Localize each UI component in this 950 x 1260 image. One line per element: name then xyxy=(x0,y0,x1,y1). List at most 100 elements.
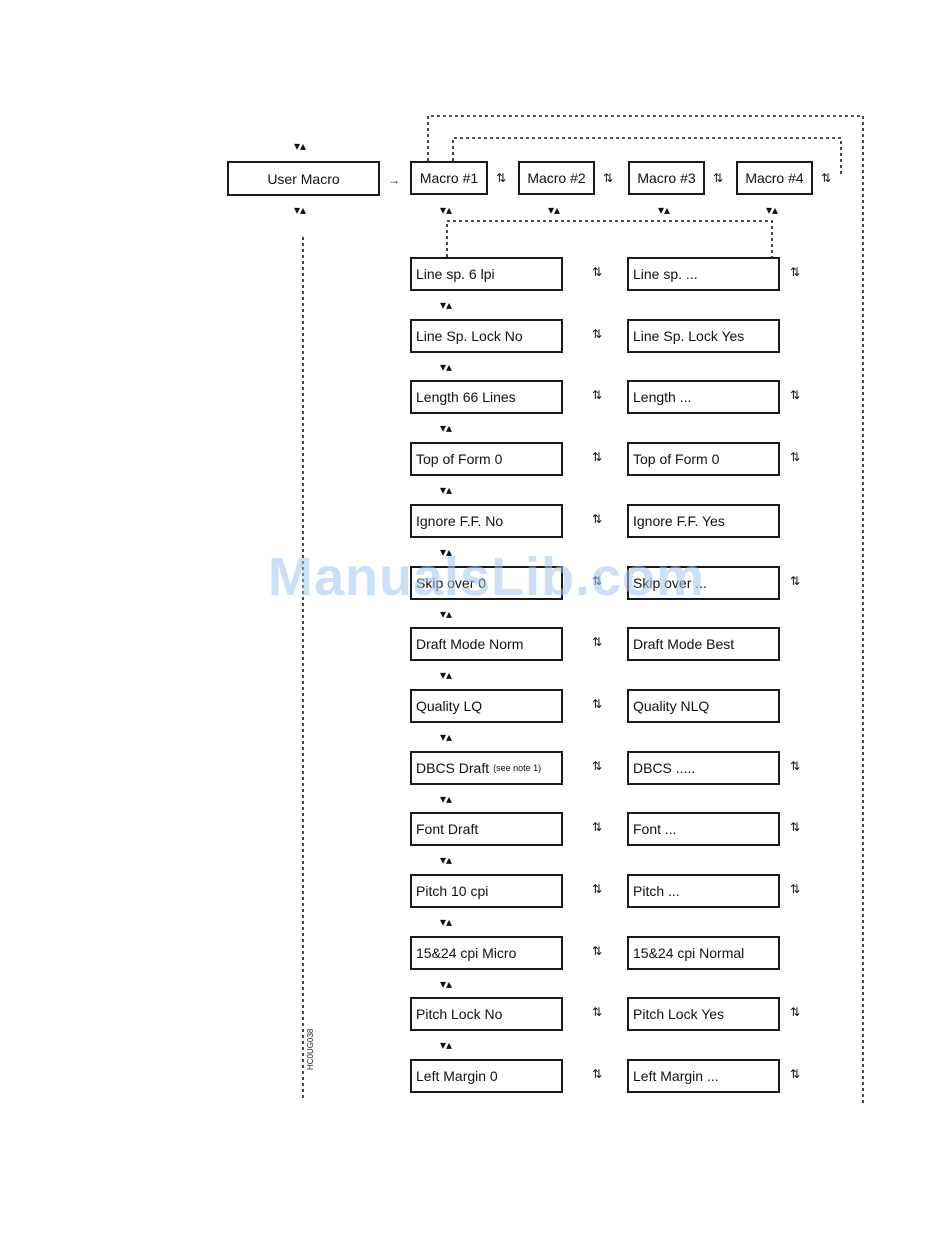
inner-loop-line xyxy=(452,137,842,176)
setting-option-13[interactable]: Pitch Lock Yes xyxy=(627,997,780,1031)
setting-option-12[interactable]: 15&24 cpi Normal xyxy=(627,936,780,970)
macro-box-3[interactable]: Macro #3 xyxy=(628,161,705,195)
setting-default-9[interactable]: DBCS Draft(see note 1) xyxy=(410,751,563,785)
side-arrows-icon: ⇅ xyxy=(790,265,801,279)
setting-default-14[interactable]: Left Margin 0 xyxy=(410,1059,563,1093)
side-arrows-icon: ⇅ xyxy=(592,512,603,526)
setting-option-11[interactable]: Pitch ... xyxy=(627,874,780,908)
side-arrows-icon: ⇅ xyxy=(790,820,801,834)
setting-option-3[interactable]: Length ... xyxy=(627,380,780,414)
setting-default-3[interactable]: Length 66 Lines xyxy=(410,380,563,414)
macro-box-1[interactable]: Macro #1 xyxy=(410,161,488,195)
side-arrows-icon: ⇅ xyxy=(592,1067,603,1081)
setting-default-1[interactable]: Line sp. 6 lpi xyxy=(410,257,563,291)
setting-default-label: Pitch Lock No xyxy=(416,1006,503,1022)
setting-option-1[interactable]: Line sp. ... xyxy=(627,257,780,291)
side-arrows-icon: ⇅ xyxy=(592,882,603,896)
setting-option-14[interactable]: Left Margin ... xyxy=(627,1059,780,1093)
down-up-arrow-icon: ▾▴ xyxy=(440,421,453,435)
down-up-arrow-icon: ▾▴ xyxy=(294,139,307,153)
setting-option-10[interactable]: Font ... xyxy=(627,812,780,846)
side-arrows-icon: ⇅ xyxy=(592,327,603,341)
setting-option-label: Left Margin ... xyxy=(633,1068,719,1084)
setting-option-6[interactable]: Skip over ... xyxy=(627,566,780,600)
macro-box-2[interactable]: Macro #2 xyxy=(518,161,595,195)
setting-option-label: 15&24 cpi Normal xyxy=(633,945,745,961)
setting-default-6[interactable]: Skip over 0 xyxy=(410,566,563,600)
setting-option-5[interactable]: Ignore F.F. Yes xyxy=(627,504,780,538)
setting-default-13[interactable]: Pitch Lock No xyxy=(410,997,563,1031)
down-up-arrow-icon: ▾▴ xyxy=(440,668,453,682)
setting-default-label: Left Margin 0 xyxy=(416,1068,498,1084)
side-arrows-icon: ⇅ xyxy=(592,388,603,402)
setting-default-label: Length 66 Lines xyxy=(416,389,516,405)
setting-default-label: Font Draft xyxy=(416,821,479,837)
side-arrows-icon: ⇅ xyxy=(496,171,507,185)
setting-option-label: Pitch Lock Yes xyxy=(633,1006,725,1022)
setting-default-label: DBCS Draft xyxy=(416,760,490,776)
side-arrows-icon: ⇅ xyxy=(592,450,603,464)
setting-option-label: Top of Form 0 xyxy=(633,451,720,467)
setting-note: (see note 1) xyxy=(493,762,542,773)
down-up-arrow-icon: ▾▴ xyxy=(440,298,453,312)
setting-option-label: Skip over ... xyxy=(633,575,707,591)
outer-loop-line xyxy=(427,115,864,1105)
setting-option-9[interactable]: DBCS ..... xyxy=(627,751,780,785)
down-up-arrow-icon: ▾▴ xyxy=(440,203,453,217)
setting-default-8[interactable]: Quality LQ xyxy=(410,689,563,723)
side-arrows-icon: ⇅ xyxy=(592,820,603,834)
down-up-arrow-icon: ▾▴ xyxy=(440,545,453,559)
side-arrows-icon: ⇅ xyxy=(790,574,801,588)
side-arrows-icon: ⇅ xyxy=(592,574,603,588)
side-arrows-icon: ⇅ xyxy=(603,171,614,185)
setting-default-label: Quality LQ xyxy=(416,698,483,714)
setting-option-label: Ignore F.F. Yes xyxy=(633,513,725,529)
setting-option-label: Length ... xyxy=(633,389,692,405)
setting-option-4[interactable]: Top of Form 0 xyxy=(627,442,780,476)
side-arrows-icon: ⇅ xyxy=(592,1005,603,1019)
setting-default-5[interactable]: Ignore F.F. No xyxy=(410,504,563,538)
setting-default-label: Ignore F.F. No xyxy=(416,513,504,529)
setting-default-label: Skip over 0 xyxy=(416,575,487,591)
setting-option-2[interactable]: Line Sp. Lock Yes xyxy=(627,319,780,353)
side-arrows-icon: ⇅ xyxy=(790,882,801,896)
setting-default-label: Line sp. 6 lpi xyxy=(416,266,495,282)
setting-option-label: DBCS ..... xyxy=(633,760,696,776)
side-arrows-icon: ⇅ xyxy=(592,265,603,279)
setting-option-8[interactable]: Quality NLQ xyxy=(627,689,780,723)
setting-option-label: Quality NLQ xyxy=(633,698,710,714)
user-macro-box[interactable]: User Macro xyxy=(227,161,380,196)
down-up-arrow-icon: ▾▴ xyxy=(440,730,453,744)
setting-option-7[interactable]: Draft Mode Best xyxy=(627,627,780,661)
setting-default-12[interactable]: 15&24 cpi Micro xyxy=(410,936,563,970)
setting-default-label: 15&24 cpi Micro xyxy=(416,945,517,961)
setting-default-11[interactable]: Pitch 10 cpi xyxy=(410,874,563,908)
down-up-arrow-icon: ▾▴ xyxy=(440,360,453,374)
settings-link-line xyxy=(446,220,773,257)
down-up-arrow-icon: ▾▴ xyxy=(440,977,453,991)
side-arrows-icon: ⇅ xyxy=(790,388,801,402)
side-arrows-icon: ⇅ xyxy=(790,450,801,464)
down-up-arrow-icon: ▾▴ xyxy=(440,853,453,867)
macro-box-4[interactable]: Macro #4 xyxy=(736,161,813,195)
setting-default-label: Draft Mode Norm xyxy=(416,636,524,652)
side-arrows-icon: ⇅ xyxy=(592,759,603,773)
figure-id: HC0UG038 xyxy=(306,1028,315,1070)
setting-default-7[interactable]: Draft Mode Norm xyxy=(410,627,563,661)
down-up-arrow-icon: ▾▴ xyxy=(440,607,453,621)
setting-default-label: Line Sp. Lock No xyxy=(416,328,523,344)
side-arrows-icon: ⇅ xyxy=(790,1005,801,1019)
side-arrows-icon: ⇅ xyxy=(592,697,603,711)
setting-option-label: Pitch ... xyxy=(633,883,680,899)
side-arrows-icon: ⇅ xyxy=(790,759,801,773)
down-up-arrow-icon: ▾▴ xyxy=(440,1038,453,1052)
setting-default-10[interactable]: Font Draft xyxy=(410,812,563,846)
connector-lines xyxy=(302,115,864,1105)
setting-default-label: Pitch 10 cpi xyxy=(416,883,489,899)
setting-option-label: Line Sp. Lock Yes xyxy=(633,328,745,344)
down-up-arrow-icon: ▾▴ xyxy=(766,203,779,217)
setting-option-label: Draft Mode Best xyxy=(633,636,735,652)
setting-default-2[interactable]: Line Sp. Lock No xyxy=(410,319,563,353)
setting-default-4[interactable]: Top of Form 0 xyxy=(410,442,563,476)
